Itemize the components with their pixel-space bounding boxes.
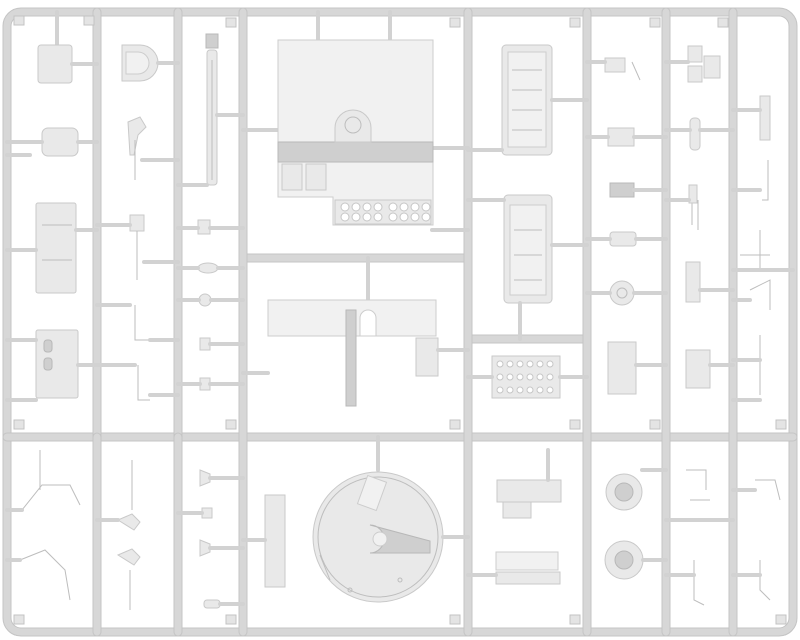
column-3-parts	[176, 33, 245, 391]
turret-ring-plate	[312, 435, 470, 603]
column-8-parts	[731, 95, 795, 402]
perforated-plate	[466, 355, 589, 399]
outer-runner	[2, 7, 798, 637]
horizontal-runners	[2, 253, 798, 442]
column-6-parts	[585, 57, 668, 395]
hull-top-plate	[241, 10, 470, 232]
column-7-parts	[664, 45, 735, 389]
bottom-right-parts	[466, 448, 781, 606]
column-1-parts	[5, 10, 99, 402]
part-number-tabs	[13, 15, 787, 625]
column-2-parts	[95, 44, 180, 401]
hull-side-plate	[241, 256, 470, 407]
bottom-left-parts	[5, 450, 286, 610]
engine-parts	[466, 44, 589, 341]
